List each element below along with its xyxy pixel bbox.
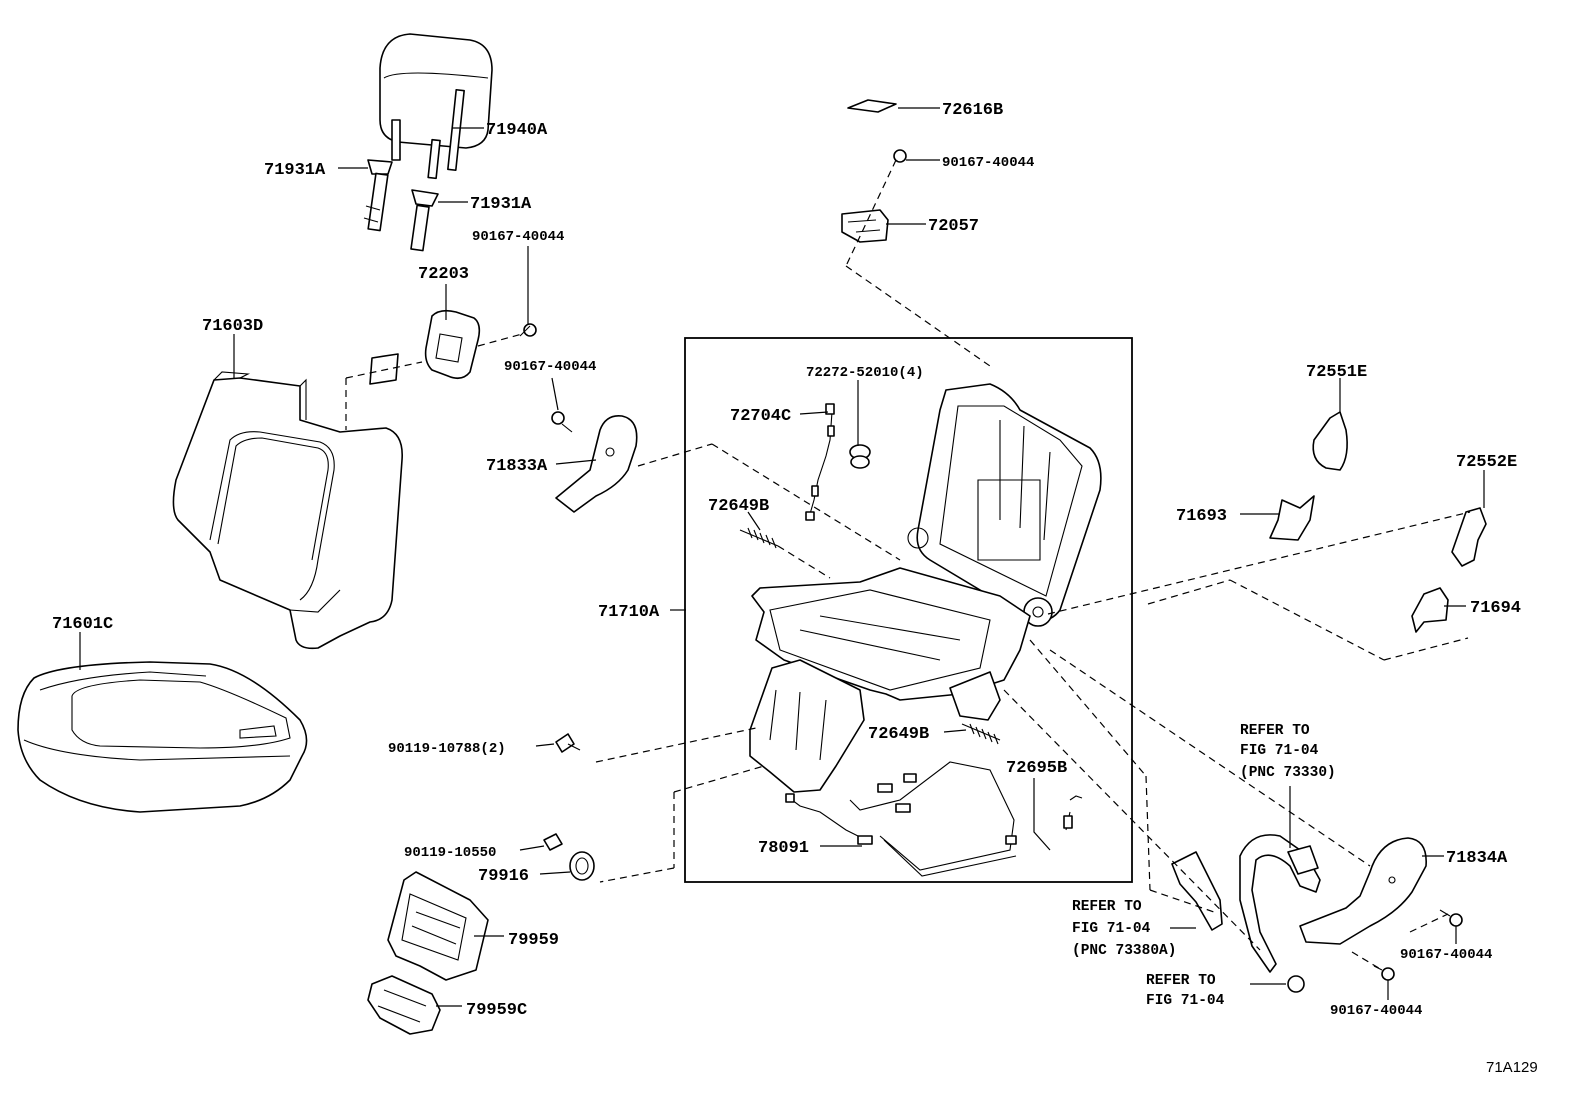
bolt-90167-40044-top (893, 149, 907, 163)
callout-71694: 71694 (1470, 599, 1521, 618)
svg-text:(PNC 73380A): (PNC 73380A) (1072, 943, 1176, 959)
callout-72649B-top: 72649B (708, 497, 769, 516)
assembly-lines (345, 159, 1471, 971)
pad (369, 353, 399, 385)
callout-90167-40044-top: 90167-40044 (942, 155, 1034, 171)
bolt-90119-10550 (543, 833, 563, 851)
seat-belt-anchor-bolt (1287, 975, 1305, 993)
callout-72616B: 72616B (942, 101, 1003, 120)
callout-90119-10550: 90119-10550 (404, 845, 496, 861)
hinge-cover-71833A (555, 414, 638, 513)
callout-72057: 72057 (928, 217, 979, 236)
callout-72649B-bottom: 72649B (868, 725, 929, 744)
bolt-90167-40044-mid (551, 411, 573, 433)
bolt-90167-40044-right-1 (1439, 909, 1463, 927)
callout-labels: 72616B 90167-40044 72057 71940A 71931A 7… (52, 101, 1538, 1076)
callout-90167-40044-right-1: 90167-40044 (1400, 947, 1492, 963)
callout-90119-10788: 90119-10788(2) (388, 741, 506, 757)
spring-72649B-bottom (961, 723, 1001, 745)
svg-text:FIG 71-04: FIG 71-04 (1240, 743, 1319, 759)
reference-note-73330: REFER TO FIG 71-04 (PNC 73330) (1240, 723, 1336, 781)
bushing-79916 (569, 851, 595, 881)
svg-text:REFER TO: REFER TO (1146, 973, 1216, 989)
callout-72551E: 72551E (1306, 363, 1367, 382)
cover-72552E (1451, 507, 1487, 567)
svg-text:FIG 71-04: FIG 71-04 (1072, 921, 1151, 937)
bezel-72203 (424, 309, 481, 380)
svg-text:REFER TO: REFER TO (1240, 723, 1310, 739)
pad-72616B (847, 99, 897, 113)
svg-text:FIG 71-04: FIG 71-04 (1146, 993, 1225, 1009)
callout-71834A: 71834A (1446, 849, 1508, 868)
cover-71694 (1411, 587, 1449, 633)
cable-78091 (785, 761, 1017, 877)
callout-71693: 71693 (1176, 507, 1227, 526)
svg-text:REFER TO: REFER TO (1072, 899, 1142, 915)
wire-72695B (1063, 795, 1083, 831)
reference-note-anchor: REFER TO FIG 71-04 (1146, 973, 1225, 1009)
callout-71940A: 71940A (486, 121, 548, 140)
cover-79959C (367, 975, 441, 1035)
cable-72704C (805, 403, 835, 521)
callout-72272-52010: 72272-52010(4) (806, 365, 924, 381)
leader-lines (79, 107, 1485, 1007)
spring-72649B-top (739, 527, 779, 549)
callout-79959: 79959 (508, 931, 559, 950)
callout-71603D: 71603D (202, 317, 263, 336)
reference-note-73380A: REFER TO FIG 71-04 (PNC 73380A) (1072, 899, 1176, 959)
callout-79959C: 79959C (466, 1001, 527, 1020)
cover-71834A (1299, 837, 1427, 945)
cover-71693 (1269, 495, 1315, 541)
seat-belt-buckle-73380A (1171, 851, 1223, 931)
callout-78091: 78091 (758, 839, 809, 858)
seatback-cover-71603D (172, 371, 403, 650)
callout-72203: 72203 (418, 265, 469, 284)
callout-71710A: 71710A (598, 603, 660, 622)
svg-text:(PNC 73330): (PNC 73330) (1240, 765, 1336, 781)
clip-72272-52010 (849, 444, 871, 469)
callout-90167-40044-right-2: 90167-40044 (1330, 1003, 1422, 1019)
bolt-90167-40044-right-2 (1373, 965, 1395, 981)
bolt-90119-10788 (555, 733, 581, 753)
headrest-71940A (379, 33, 493, 180)
seat-belt-73330 (1239, 834, 1321, 973)
callout-72695B: 72695B (1006, 759, 1067, 778)
diagram-id: 71A129 (1486, 1059, 1538, 1076)
callout-90167-40044-mid: 90167-40044 (504, 359, 596, 375)
callout-90167-40044-headrest: 90167-40044 (472, 229, 564, 245)
callout-71833A: 71833A (486, 457, 548, 476)
callout-71601C: 71601C (52, 615, 113, 634)
bolt-90167-40044-headrest (519, 323, 537, 337)
callout-79916: 79916 (478, 867, 529, 886)
seat-frame-71710A (749, 383, 1102, 793)
seat-cushion-71601C (17, 661, 308, 813)
callout-72552E: 72552E (1456, 453, 1517, 472)
headrest-support-right-71931A (410, 189, 439, 252)
cover-72551E (1312, 411, 1348, 471)
cover-79959 (387, 871, 489, 981)
callout-71931A-left: 71931A (264, 161, 326, 180)
callout-72704C: 72704C (730, 407, 791, 426)
callout-71931A-right: 71931A (470, 195, 532, 214)
headrest-support-left-71931A (363, 159, 393, 232)
